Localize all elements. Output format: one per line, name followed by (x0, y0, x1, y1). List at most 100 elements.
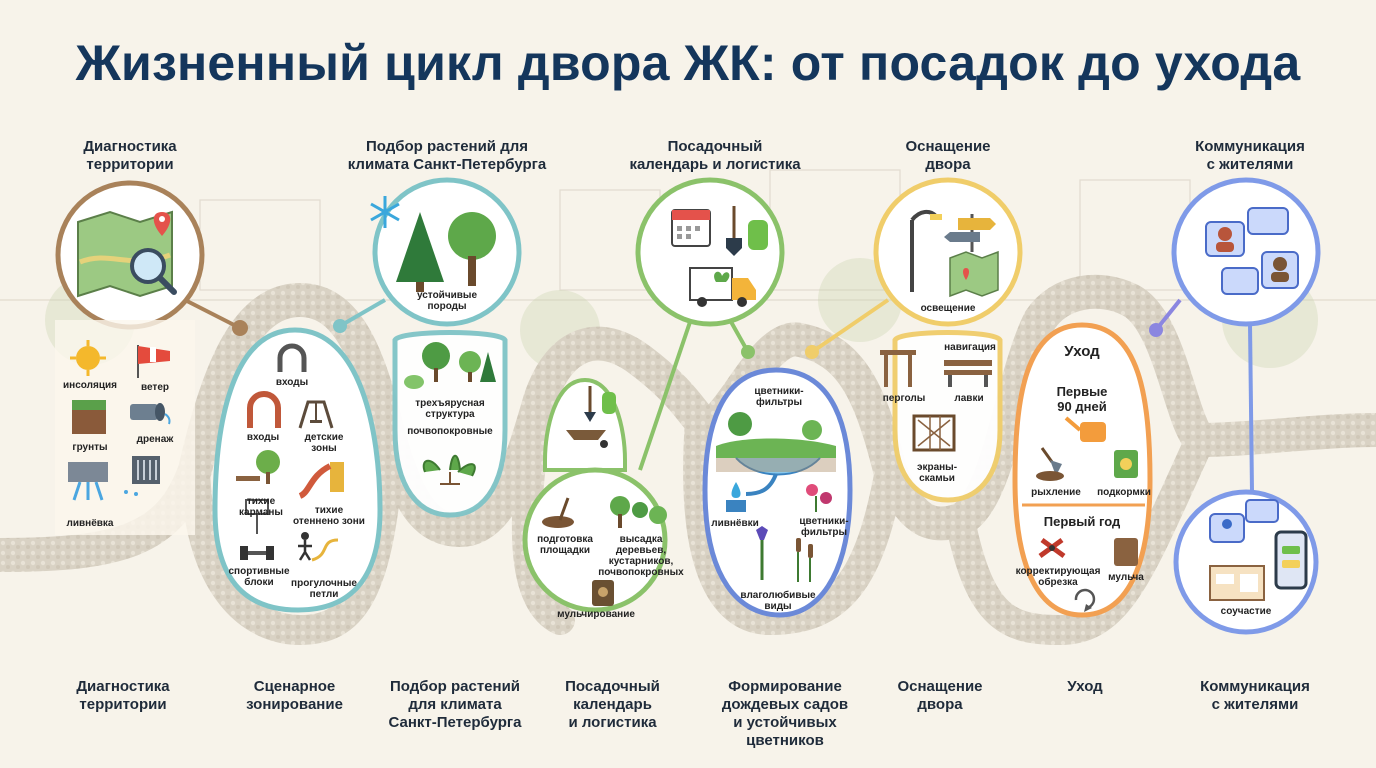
stage-equipment (805, 177, 1023, 503)
archway-icon (247, 391, 281, 428)
wheelbarrow-icon (566, 430, 608, 448)
label-zone-sport: спортивные блоки (228, 566, 290, 588)
rain-garden-section-icon (716, 412, 836, 496)
page-title: Жизненный цикл двора ЖК: от посадок до у… (75, 35, 1301, 91)
calendar-icon (671, 209, 711, 247)
deciduous-tree-icon (448, 212, 496, 286)
label-benches: лавки (954, 393, 984, 404)
stormwater-drop-icon (726, 482, 746, 512)
stage-bottom-care: Уход (1067, 678, 1103, 695)
swing-icon (298, 400, 334, 429)
label-moisture-species: влаголюбивые виды (740, 590, 816, 612)
arch-icon (277, 343, 307, 372)
groundcover-plant-icon (422, 454, 476, 485)
label-zone-loops: прогулочные петли (291, 578, 357, 600)
label-three-tier: трехъярусная структура (415, 398, 485, 420)
windsock-icon (137, 345, 170, 378)
basketball-hoop-icon (245, 499, 269, 534)
label-participation: соучастие (1220, 606, 1272, 617)
label-wind: ветер (140, 382, 169, 393)
connector-dot (333, 319, 347, 333)
stage-bottom-equipment: Оснащение двора (897, 678, 983, 713)
spruce-icon (396, 212, 444, 292)
three-tier-trees-icon (404, 342, 496, 389)
stage-diagnostics (55, 180, 248, 535)
label-zone-kids: детские зоны (304, 432, 344, 454)
label-mulch: мульча (1108, 572, 1144, 583)
label-mulching: мульчирование (557, 609, 635, 620)
label-zone-shade: тихие отеннено зони (293, 505, 365, 527)
stage-top-equipment: Оснащение двора (905, 138, 991, 173)
iris-cattail-icon (756, 526, 813, 582)
drainage-pipe-icon (130, 403, 171, 425)
glove-icon (748, 220, 768, 250)
map-board-icon (949, 250, 999, 298)
stage-bottom-diagnostics: Диагностика территории (76, 678, 170, 713)
label-first-90-days: Первые 90 дней (1056, 384, 1108, 414)
tools-icon (584, 386, 616, 422)
soil-icon (72, 400, 106, 434)
label-first-year: Первый год (1043, 514, 1121, 529)
drain-grate-icon (124, 456, 160, 496)
magnifier-icon (130, 248, 177, 295)
tree-bench-icon (236, 450, 280, 484)
site-prep-icon (542, 497, 574, 528)
label-feeding: подкормки (1097, 487, 1151, 498)
stage-bottom-rain-gardens: Формирование дождевых садов и устойчивых… (721, 678, 849, 749)
label-drainage: дренаж (136, 434, 174, 445)
stage-communication (1149, 177, 1321, 635)
label-groundcover: почвопокровные (407, 426, 493, 437)
delivery-truck-icon (689, 267, 756, 307)
flower-icon (806, 484, 832, 512)
tree-planting-icon (610, 496, 667, 528)
sun-icon (70, 340, 106, 376)
dumbbell-icon (240, 546, 274, 560)
stage-top-plants: Подбор растений для климата Санкт-Петерб… (347, 138, 547, 173)
shovel-icon (726, 206, 742, 256)
label-insolation: инсоляция (63, 380, 117, 391)
label-site-prep: подготовка площадки (537, 534, 593, 556)
label-resistant-species: устойчивые породы (416, 290, 478, 312)
stage-top-calendar: Посадочный календарь и логистика (629, 138, 801, 173)
connector-dot (805, 345, 819, 359)
label-zone-entrances-1: входы (275, 377, 309, 388)
snowflake-icon (370, 196, 400, 228)
connector-dot (232, 320, 248, 336)
stage-bottom-zoning: Сценарное зонирование (246, 678, 343, 713)
stage-calendar (522, 177, 785, 613)
label-pergolas: перголы (882, 393, 926, 404)
label-rain-stormwater: ливнёвки (711, 518, 759, 529)
stage-bottom-calendar: Посадочный календарь и логистика (565, 678, 660, 731)
mulch-bag-icon (592, 580, 614, 606)
participation-icon (1209, 499, 1308, 601)
chat-avatars-icon (1205, 207, 1299, 295)
label-rain-filters-2: цветники- фильтры (799, 516, 849, 538)
stage-bottom-plants: Подбор растений для климата Санкт-Петерб… (388, 678, 522, 731)
trowel-icon (1036, 447, 1064, 481)
connector-dot (741, 345, 755, 359)
stage-top-diagnostics: Диагностика территории (83, 138, 177, 173)
label-soil: грунты (72, 442, 108, 453)
stage-care (1012, 322, 1153, 618)
mulch-sack-icon (1114, 538, 1138, 566)
label-pruning: корректирующая обрезка (1015, 566, 1101, 588)
connector-dot (1149, 323, 1163, 337)
label-zone-entrances-2: входы (246, 432, 280, 443)
watering-can-icon (1064, 416, 1106, 442)
label-stormwater: ливнёвка (66, 518, 114, 529)
pergola-icon (880, 350, 916, 387)
screen-bench-icon (912, 414, 956, 452)
stage-plants (333, 177, 522, 518)
label-rain-filters-1: цветники- фильтры (754, 386, 804, 408)
signpost-icon (944, 214, 996, 252)
label-screen-benches: экраны- скамьи (916, 462, 958, 484)
stage-top-communication: Коммуникация с жителями (1195, 138, 1305, 173)
stage-rain-gardens (702, 367, 853, 618)
label-zone-quiet: тихие карманы (239, 496, 283, 518)
fertilizer-bag-icon (1114, 450, 1138, 478)
label-loosening: рыхление (1031, 487, 1081, 498)
street-lamp-icon (910, 209, 942, 292)
refresh-icon (1074, 588, 1096, 612)
walking-person-icon (298, 532, 339, 562)
